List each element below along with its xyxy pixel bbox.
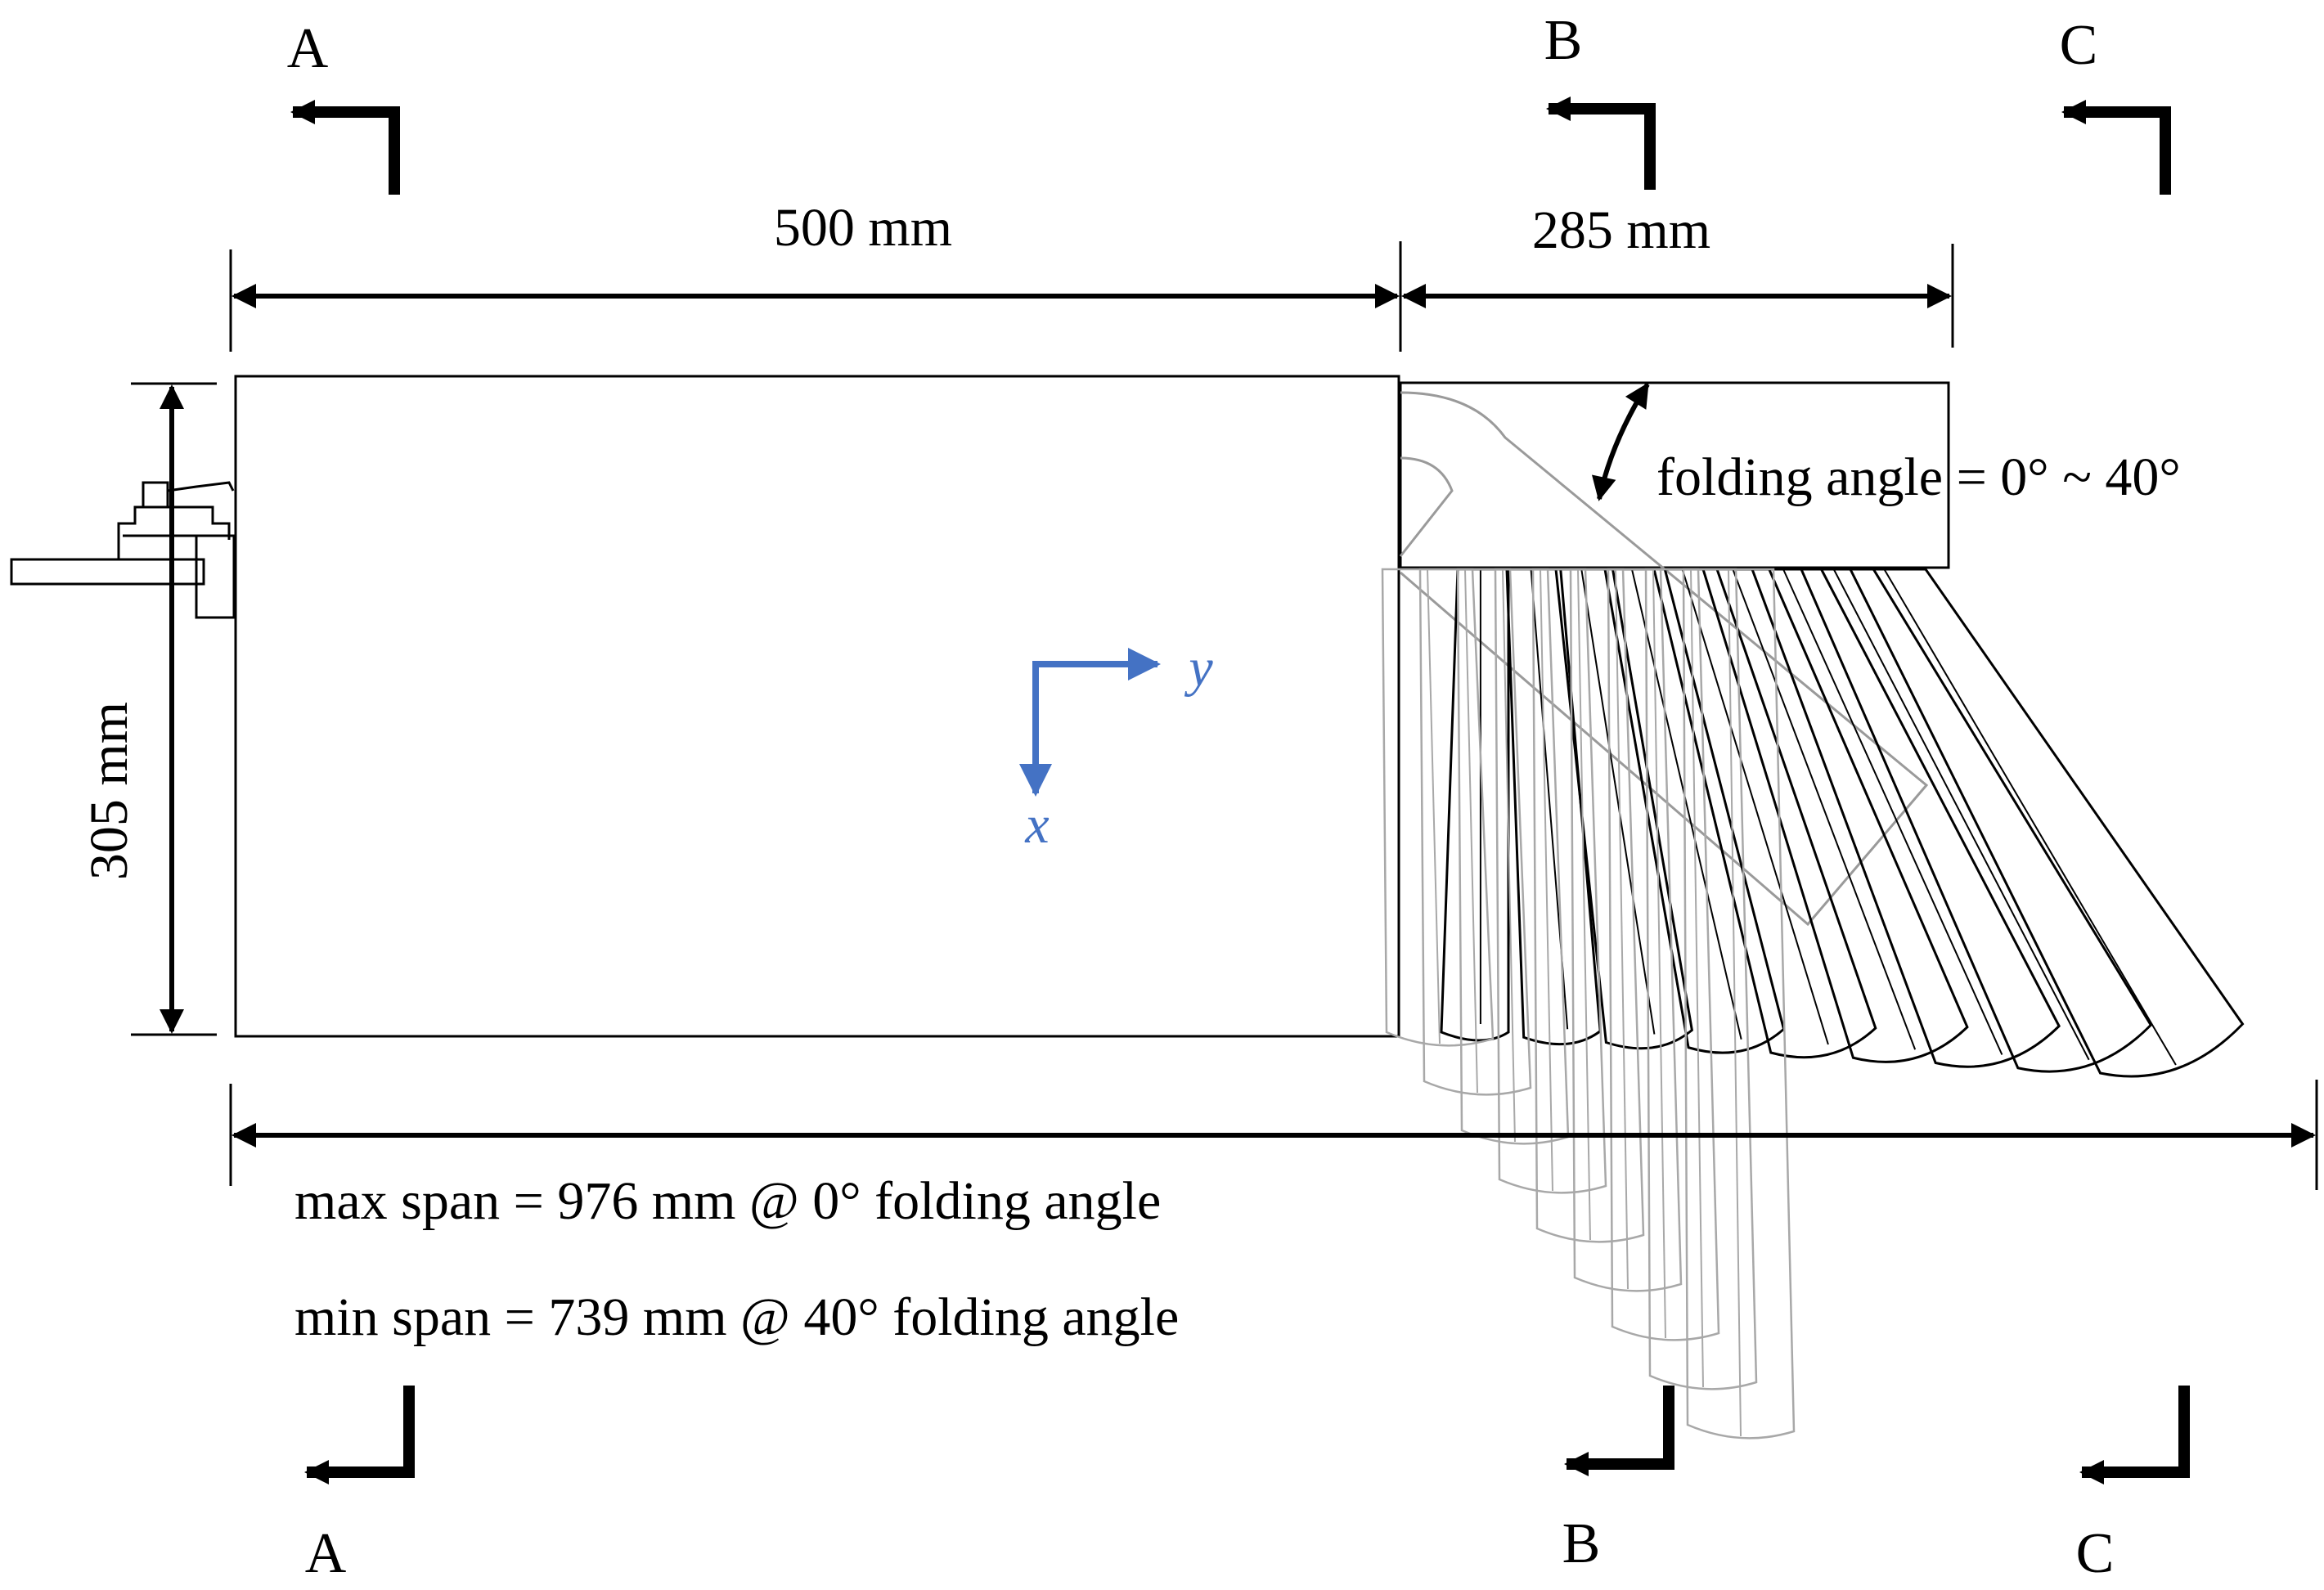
tip-blade-spar — [1883, 568, 2177, 1066]
tip-blade — [1554, 568, 1694, 1050]
section-marker-b-bottom: B — [1562, 1386, 1674, 1575]
section-label-a-top: A — [287, 17, 329, 80]
tip-ghost-blade — [1607, 568, 1720, 1341]
tip-ghost-spar — [1652, 568, 1666, 1339]
tip-blade — [1848, 568, 2245, 1078]
min-span-label: min span = 739 mm @ 40° folding angle — [294, 1287, 1179, 1347]
tip-ghost-spar — [1427, 568, 1441, 1044]
tip-blade-spar — [1580, 568, 1656, 1035]
section-label-b-bottom: B — [1562, 1512, 1601, 1575]
tip-ghost-blade — [1418, 568, 1532, 1096]
mounting-bracket — [10, 481, 236, 619]
tip-fold-ghost — [1400, 391, 1929, 927]
tip-ghost-spar — [1540, 568, 1553, 1192]
section-marker-b-top: B — [1544, 9, 1656, 190]
section-label-c-bottom: C — [2076, 1522, 2115, 1585]
main-wing-panel — [234, 375, 1400, 1038]
tip-upper-panel — [1399, 381, 1950, 569]
tip-length-label: 285 mm — [1532, 200, 1710, 260]
tip-blade — [1701, 568, 1969, 1063]
tip-blade-spar — [1681, 568, 1829, 1045]
tip-ghost-spar — [1690, 568, 1704, 1388]
tip-ghost-blade — [1531, 568, 1645, 1243]
tip-ghost-blade — [1644, 568, 1758, 1390]
dimension-span: max span = 976 mm @ 0° folding angle min… — [229, 1080, 2318, 1347]
tip-blade — [1750, 568, 2061, 1068]
tip-blade-spar — [1832, 568, 2090, 1061]
tip-ghost-blade — [1381, 568, 1495, 1047]
x-axis-label: x — [1024, 795, 1049, 855]
section-label-c-top: C — [2060, 14, 2098, 77]
section-label-b-top: B — [1544, 9, 1583, 72]
tip-ghost-spar — [1728, 568, 1742, 1437]
tip-ghost-blade — [1682, 568, 1796, 1440]
tip-ghost-blade — [1494, 568, 1607, 1194]
section-label-a-bottom: A — [305, 1522, 347, 1585]
main-length-label: 500 mm — [774, 198, 952, 258]
max-span-label: max span = 976 mm @ 0° folding angle — [294, 1171, 1161, 1231]
dimension-main-length: 500 mm — [229, 198, 1402, 352]
tip-hinge-ghost — [1399, 456, 1454, 557]
section-marker-a-top: A — [287, 17, 400, 195]
body-axes: y x — [1019, 638, 1213, 855]
tip-ghost-blade — [1569, 568, 1683, 1292]
tip-blade — [1440, 568, 1510, 1042]
folding-tip-group — [1381, 381, 2245, 1440]
section-marker-c-top: C — [2060, 14, 2171, 195]
chord-label: 305 mm — [79, 702, 139, 880]
tip-blade-spar — [1732, 568, 1917, 1050]
folding-angle-label: folding angle = 0° ~ 40° — [1656, 447, 2181, 507]
tip-blade — [1652, 568, 1877, 1059]
tip-ghost-spar — [1464, 568, 1478, 1094]
dimension-chord: 305 mm — [79, 382, 217, 1036]
tip-ghost-spar — [1502, 568, 1516, 1143]
fold-arc-arrow — [1591, 382, 1650, 501]
section-marker-a-bottom: A — [304, 1386, 415, 1585]
tip-ghost-spar — [1615, 568, 1629, 1290]
section-marker-c-bottom: C — [2076, 1386, 2190, 1585]
tip-blade — [1505, 568, 1602, 1046]
dimension-tip-length: 285 mm — [1401, 200, 1954, 348]
tip-blade — [1799, 568, 2153, 1073]
folding-angle-annotation: folding angle = 0° ~ 40° — [1591, 382, 2181, 507]
tip-blade-spar — [1630, 568, 1742, 1040]
tip-blade-spar — [1782, 568, 2003, 1055]
y-axis-label: y — [1184, 638, 1213, 698]
